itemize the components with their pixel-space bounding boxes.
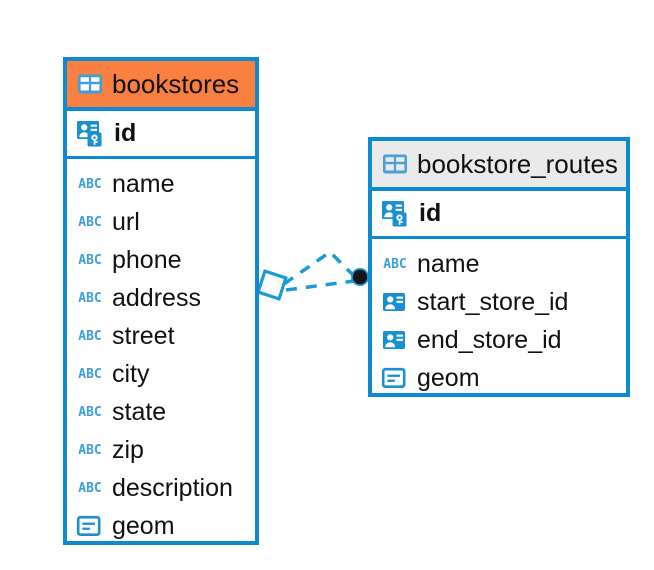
field-row[interactable]: ABC city [67,355,255,393]
field-label: name [112,169,175,198]
relationship-line-upper [283,249,358,286]
field-label: description [112,473,233,502]
field-row[interactable]: ABC state [67,393,255,431]
field-row[interactable]: ABC phone [67,241,255,279]
foreign-key-icon [381,290,409,314]
field-label: phone [112,245,182,274]
abc-icon: ABC [78,328,102,344]
foreign-key-icon [381,328,409,352]
field-list-bookstores: ABC name ABC url ABC phone ABC address A… [67,159,255,553]
field-row[interactable]: ABC description [67,469,255,507]
geometry-icon [76,514,104,538]
primary-key-label: id [419,199,442,227]
table-icon [77,73,103,95]
field-row[interactable]: ABC name [372,245,626,283]
field-row[interactable]: ABC zip [67,431,255,469]
field-row[interactable]: ABC url [67,203,255,241]
field-row[interactable]: geom [372,359,626,397]
field-label: name [417,249,480,278]
entity-table-bookstore-routes[interactable]: bookstore_routes id [368,137,630,397]
primary-key-icon [381,200,411,228]
field-list-bookstore-routes: ABC name start_store_id [372,239,626,405]
field-label: start_store_id [417,287,569,316]
entity-title: bookstores [112,69,240,99]
entity-table-bookstores[interactable]: bookstores id A [63,57,259,545]
abc-icon: ABC [78,366,102,382]
abc-icon: ABC [78,252,102,268]
abc-icon: ABC [78,176,102,192]
field-row[interactable]: start_store_id [372,283,626,321]
abc-icon: ABC [383,256,407,272]
field-label: state [112,397,167,426]
field-row[interactable]: end_store_id [372,321,626,359]
field-label: zip [112,435,144,464]
field-row[interactable]: ABC street [67,317,255,355]
abc-icon: ABC [78,290,102,306]
field-label: city [112,359,150,388]
relationship-target-marker [351,268,369,286]
entity-header-bookstores[interactable]: bookstores [67,61,255,111]
primary-key-row-bookstores[interactable]: id [67,111,255,159]
field-row[interactable]: geom [67,507,255,545]
primary-key-label: id [114,119,137,147]
abc-icon: ABC [78,214,102,230]
field-label: end_store_id [417,325,562,354]
field-label: geom [417,363,480,392]
primary-key-row-bookstore-routes[interactable]: id [372,191,626,239]
field-row[interactable]: ABC name [67,165,255,203]
field-label: street [112,321,175,350]
table-icon [382,153,408,175]
abc-icon: ABC [78,404,102,420]
abc-icon: ABC [78,480,102,496]
entity-header-bookstore-routes[interactable]: bookstore_routes [372,141,626,191]
field-row[interactable]: ABC address [67,279,255,317]
field-label: address [112,283,201,312]
entity-title: bookstore_routes [417,149,618,179]
field-label: url [112,207,140,236]
geometry-icon [381,366,409,390]
abc-icon: ABC [78,442,102,458]
relationship-line-lower [285,279,355,292]
primary-key-icon [76,120,106,148]
field-label: geom [112,511,175,540]
relationship-source-marker [256,269,288,301]
